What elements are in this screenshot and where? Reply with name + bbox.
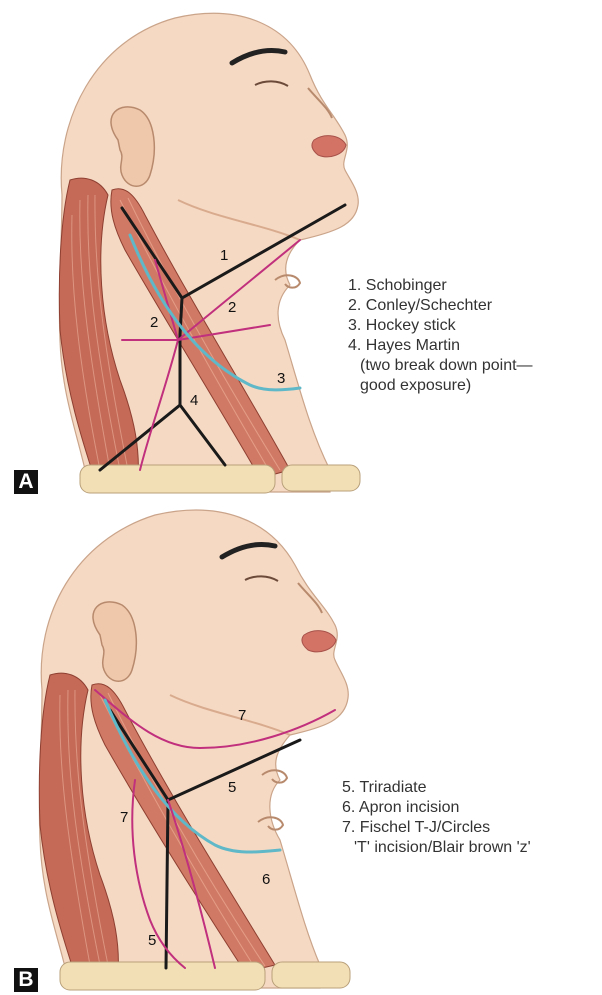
number-a-2-left: 2: [150, 314, 158, 331]
legend-a-item-2: 2. Conley/Schechter: [348, 296, 533, 316]
number-a-2-right: 2: [228, 299, 236, 316]
legend-b-item-5: 5. Triradiate: [342, 778, 531, 798]
clavicle-left: [80, 465, 275, 493]
incision-triradiate-vertical: [166, 800, 168, 968]
legend-b-item-7: 7. Fischel T-J/Circles: [342, 818, 531, 838]
panel-label-b: B: [14, 968, 38, 992]
legend-a-item-4-note-1: (two break down point—: [348, 356, 533, 376]
number-b-6: 6: [262, 871, 270, 888]
legend-a-item-1: 1. Schobinger: [348, 276, 533, 296]
panel-label-a: A: [14, 470, 38, 494]
legend-panel-a: 1. Schobinger 2. Conley/Schechter 3. Hoc…: [348, 276, 533, 396]
number-a-3: 3: [277, 370, 285, 387]
number-b-7-top: 7: [238, 707, 246, 724]
legend-b-item-6: 6. Apron incision: [342, 798, 531, 818]
number-b-5-bottom: 5: [148, 932, 156, 949]
number-a-4: 4: [190, 392, 198, 409]
legend-a-item-4-note-2: good exposure): [348, 376, 533, 396]
legend-b-item-7-note: 'T' incision/Blair brown 'z': [342, 838, 531, 858]
clavicle-right-b: [272, 962, 350, 988]
number-b-5-top: 5: [228, 779, 236, 796]
legend-a-item-3: 3. Hockey stick: [348, 316, 533, 336]
number-b-7-left: 7: [120, 809, 128, 826]
legend-a-item-4: 4. Hayes Martin: [348, 336, 533, 356]
legend-panel-b: 5. Triradiate 6. Apron incision 7. Fisch…: [342, 778, 531, 858]
panel-a-illustration: 1 2 2 3 4: [59, 13, 360, 493]
clavicle-right: [282, 465, 360, 491]
clavicle-left-b: [60, 962, 265, 990]
panel-b-illustration: 7 5 7 6 5: [39, 510, 350, 990]
number-a-1: 1: [220, 247, 228, 264]
